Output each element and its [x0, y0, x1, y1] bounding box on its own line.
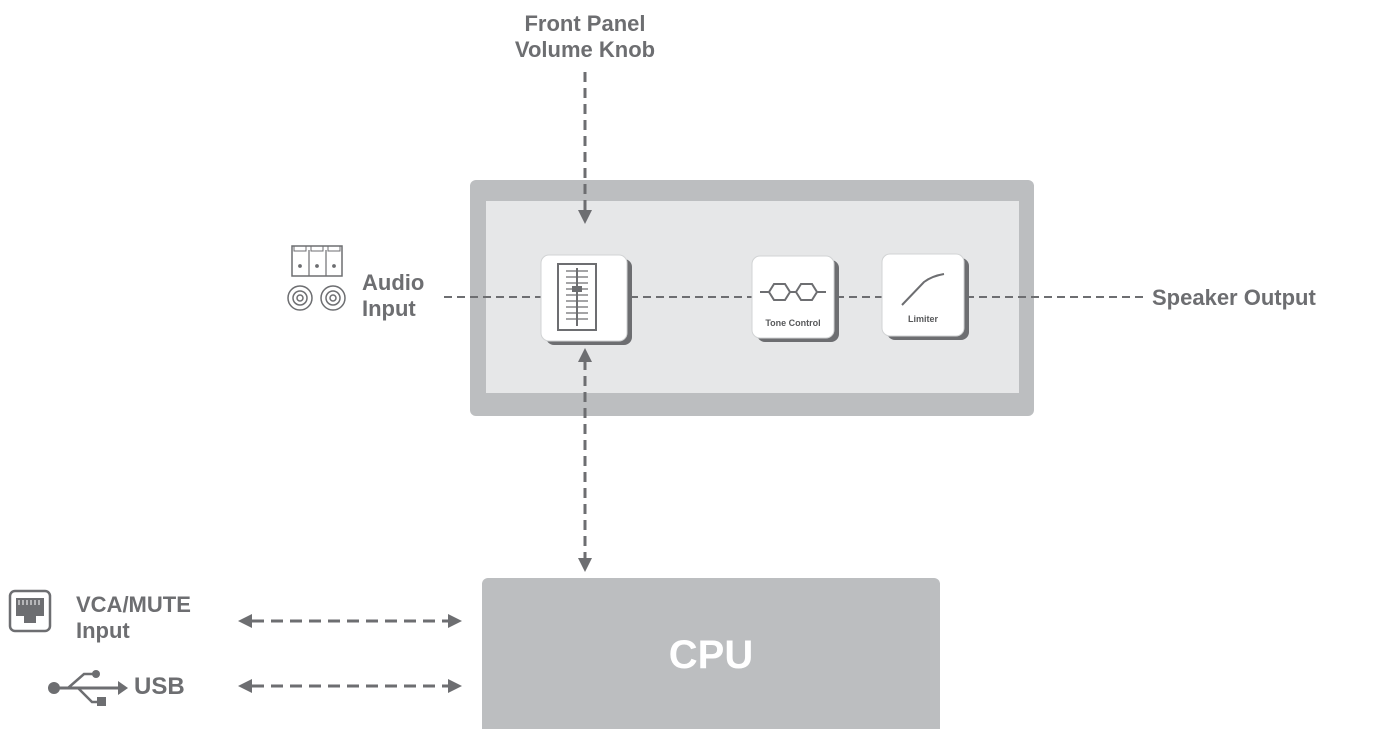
usb-arrowhead-right: [448, 679, 462, 693]
fader-block: [540, 254, 628, 342]
vca-mute-arrowhead-right: [448, 614, 462, 628]
usb-arrowhead-left: [238, 679, 252, 693]
speaker-output-label: Speaker Output: [1152, 285, 1316, 310]
usb-label: USB: [134, 673, 185, 700]
terminal-block-and-rca-icon: [287, 245, 346, 311]
vca-mute-label-line1: VCA/MUTE: [76, 592, 191, 617]
usb-symbol-icon: [48, 670, 128, 706]
eq-filter-icon: [760, 283, 826, 301]
tone-control-block: [751, 255, 835, 339]
tone-control-label: Tone Control: [765, 318, 821, 328]
fader-icon: [557, 263, 597, 331]
audio-input-label-line2: Input: [362, 296, 416, 321]
vca-mute-label: VCA/MUTE Input: [76, 592, 191, 644]
cpu-label: CPU: [668, 633, 754, 677]
front-panel-label-line1: Front Panel: [524, 11, 646, 36]
front-panel-label-line2: Volume Knob: [514, 37, 656, 62]
vca-mute-label-line2: Input: [76, 618, 130, 643]
limiter-curve-icon: [901, 273, 945, 306]
front-panel-label: Front Panel Volume Knob: [470, 11, 700, 63]
fader-cpu-arrowhead-up: [578, 348, 592, 362]
audio-input-label-line1: Audio: [362, 270, 425, 295]
cpu-box: [482, 578, 940, 729]
audio-input-label: Audio Input: [362, 270, 424, 322]
fader-cpu-arrowhead-down: [578, 558, 592, 572]
rj45-port-icon: [8, 589, 52, 633]
volume-knob-arrowhead: [578, 210, 592, 224]
limiter-label: Limiter: [907, 314, 938, 324]
vca-mute-arrowhead-left: [238, 614, 252, 628]
